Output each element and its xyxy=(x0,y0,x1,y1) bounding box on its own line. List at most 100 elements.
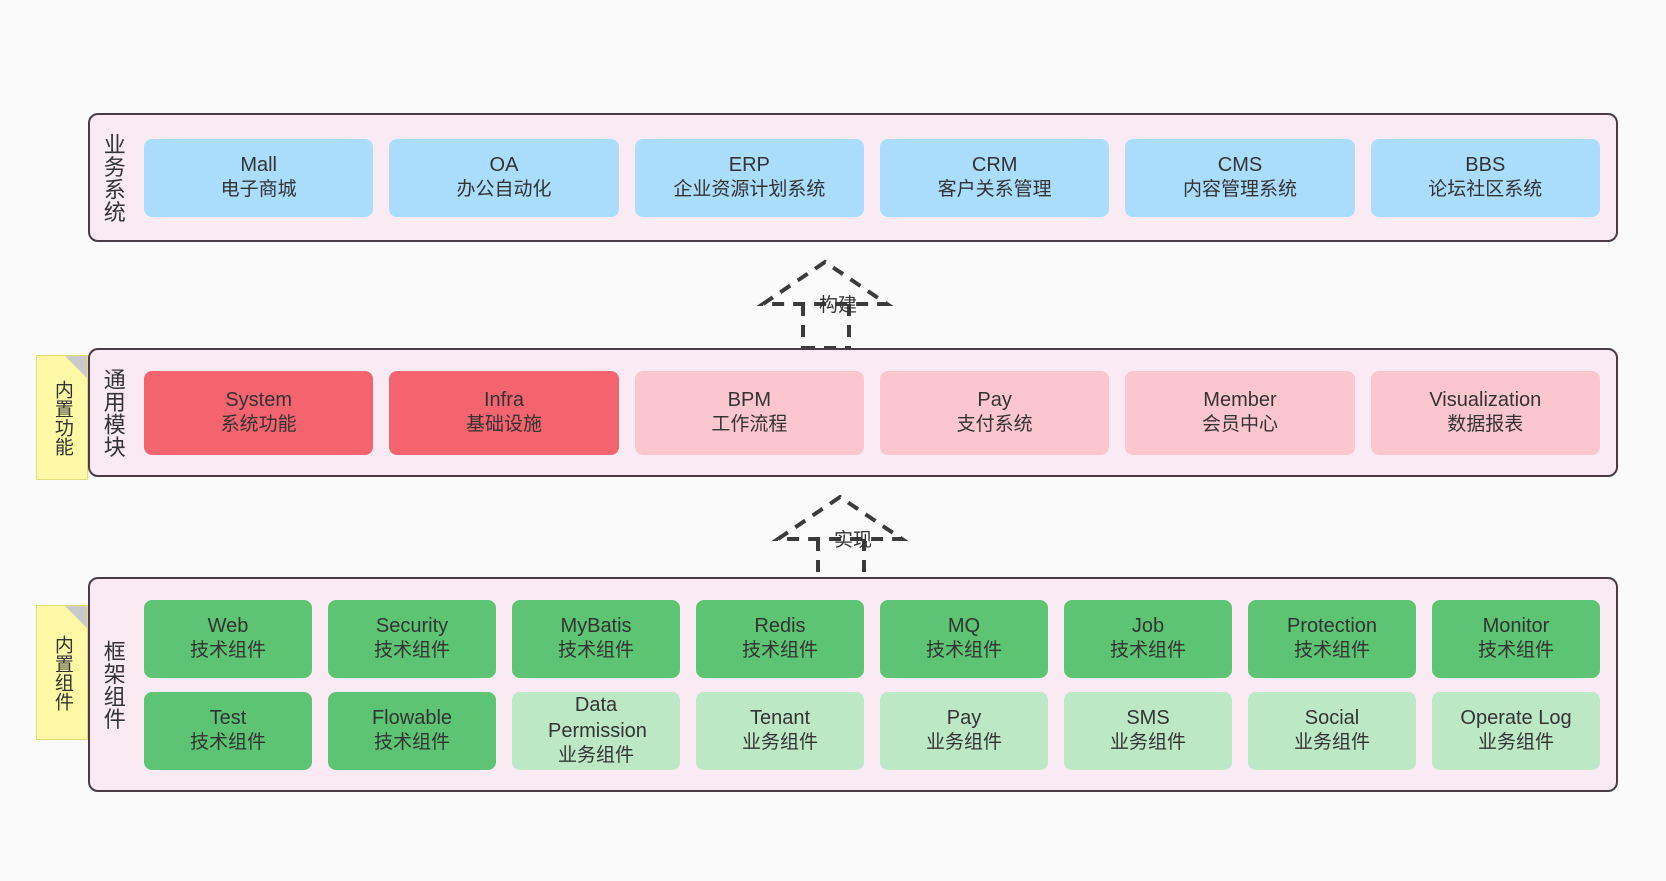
node-operate-log[interactable]: Operate Log 业务组件 xyxy=(1432,691,1600,770)
layer-business-system: 业务系统 Mall 电子商城 OA 办公自动化 ERP 企业资源计划系统 CRM… xyxy=(88,113,1618,242)
node-subtitle: 技术组件 xyxy=(925,640,1002,662)
node-title: Member xyxy=(1203,389,1277,412)
node-flowable[interactable]: Flowable 技术组件 xyxy=(328,691,496,770)
layer-label-framework-component: 框架组件 xyxy=(100,639,126,730)
node-title: Pay xyxy=(946,707,982,730)
node-title: Social xyxy=(1304,707,1360,730)
node-protection[interactable]: Protection 技术组件 xyxy=(1248,599,1416,678)
node-subtitle: 电子商城 xyxy=(220,179,297,201)
node-title: OA xyxy=(489,154,519,177)
node-visualization[interactable]: Visualization 数据报表 xyxy=(1370,370,1600,455)
node-system[interactable]: System 系统功能 xyxy=(144,370,374,455)
node-title: Data Permission xyxy=(548,694,647,743)
node-title: Web xyxy=(207,615,249,638)
node-title: MQ xyxy=(947,615,981,638)
node-subtitle: 系统功能 xyxy=(220,414,297,436)
node-pay[interactable]: Pay 支付系统 xyxy=(879,370,1110,455)
node-title: CRM xyxy=(971,154,1018,177)
node-redis[interactable]: Redis 技术组件 xyxy=(696,599,864,678)
connector-implement-label: 实现 xyxy=(834,530,873,551)
node-subtitle: 业务组件 xyxy=(741,732,818,754)
node-title: ERP xyxy=(728,154,770,177)
node-title: CMS xyxy=(1217,154,1263,177)
sticky-fold-icon xyxy=(65,606,87,628)
node-data-permission[interactable]: Data Permission 业务组件 xyxy=(512,691,680,770)
node-sms[interactable]: SMS 业务组件 xyxy=(1064,691,1232,770)
node-erp[interactable]: ERP 企业资源计划系统 xyxy=(634,138,864,217)
node-subtitle: 业务组件 xyxy=(1293,732,1370,754)
node-subtitle: 技术组件 xyxy=(1109,640,1186,662)
node-social[interactable]: Social 业务组件 xyxy=(1248,691,1416,770)
node-title: BBS xyxy=(1465,154,1506,177)
node-subtitle: 业务组件 xyxy=(1109,732,1186,754)
connector-implement: 实现 xyxy=(770,493,920,585)
node-row: Test 技术组件 Flowable 技术组件 Data Permission … xyxy=(144,691,1600,770)
node-title: Tenant xyxy=(749,707,811,730)
connector-implement-shape xyxy=(771,494,909,585)
node-subtitle: 论坛社区系统 xyxy=(1428,179,1543,201)
sticky-note-builtin-component: 内置组件 xyxy=(36,605,88,740)
layer-label-business-system: 业务系统 xyxy=(100,132,126,223)
node-title: Operate Log xyxy=(1460,707,1572,730)
node-title: Visualization xyxy=(1429,389,1542,412)
node-pay-business[interactable]: Pay 业务组件 xyxy=(880,691,1048,770)
sticky-note-text: 内置组件 xyxy=(51,634,73,711)
sticky-note-builtin-function: 内置功能 xyxy=(36,355,88,480)
node-subtitle: 技术组件 xyxy=(373,732,450,754)
node-subtitle: 技术组件 xyxy=(741,640,818,662)
node-subtitle: 企业资源计划系统 xyxy=(673,179,826,201)
node-title: Job xyxy=(1131,615,1165,638)
node-title: Monitor xyxy=(1482,615,1550,638)
node-title: Protection xyxy=(1286,615,1378,638)
node-title: BPM xyxy=(727,389,771,412)
node-monitor[interactable]: Monitor 技术组件 xyxy=(1432,599,1600,678)
layer-body-common-module: System 系统功能 Infra 基础设施 BPM 工作流程 Pay 支付系统… xyxy=(136,350,1616,475)
node-title: Infra xyxy=(483,389,524,412)
node-infra[interactable]: Infra 基础设施 xyxy=(389,370,619,455)
node-title: System xyxy=(225,389,292,412)
node-tenant[interactable]: Tenant 业务组件 xyxy=(696,691,864,770)
node-subtitle: 技术组件 xyxy=(1293,640,1370,662)
node-subtitle: 数据报表 xyxy=(1447,414,1524,436)
node-test[interactable]: Test 技术组件 xyxy=(144,691,312,770)
node-oa[interactable]: OA 办公自动化 xyxy=(389,138,619,217)
node-subtitle: 技术组件 xyxy=(373,640,450,662)
node-title: Flowable xyxy=(371,707,453,730)
node-cms[interactable]: CMS 内容管理系统 xyxy=(1125,138,1355,217)
node-title: SMS xyxy=(1126,707,1170,730)
node-member[interactable]: Member 会员中心 xyxy=(1125,370,1355,455)
node-subtitle: 支付系统 xyxy=(956,414,1033,436)
node-title: Pay xyxy=(977,389,1012,412)
node-subtitle: 业务组件 xyxy=(557,745,634,767)
node-bbs[interactable]: BBS 论坛社区系统 xyxy=(1370,138,1600,217)
node-subtitle: 办公自动化 xyxy=(456,179,552,201)
node-title: Security xyxy=(375,615,449,638)
node-title: MyBatis xyxy=(560,615,632,638)
node-subtitle: 内容管理系统 xyxy=(1182,179,1297,201)
connector-build-label: 构建 xyxy=(819,295,858,316)
node-row: System 系统功能 Infra 基础设施 BPM 工作流程 Pay 支付系统… xyxy=(144,370,1600,455)
layer-common-module: 通用模块 System 系统功能 Infra 基础设施 BPM 工作流程 Pay… xyxy=(88,348,1618,477)
node-subtitle: 基础设施 xyxy=(465,414,542,436)
node-web[interactable]: Web 技术组件 xyxy=(144,599,312,678)
node-mybatis[interactable]: MyBatis 技术组件 xyxy=(512,599,680,678)
node-mq[interactable]: MQ 技术组件 xyxy=(880,599,1048,678)
node-subtitle: 技术组件 xyxy=(189,732,266,754)
node-title: Mall xyxy=(240,154,277,177)
layer-framework-component: 框架组件 Web 技术组件 Security 技术组件 MyBatis 技术组件… xyxy=(88,577,1618,792)
layer-body-framework-component: Web 技术组件 Security 技术组件 MyBatis 技术组件 Redi… xyxy=(136,579,1616,790)
node-subtitle: 技术组件 xyxy=(1477,640,1554,662)
node-bpm[interactable]: BPM 工作流程 xyxy=(634,370,864,455)
node-crm[interactable]: CRM 客户关系管理 xyxy=(879,138,1110,217)
node-subtitle: 会员中心 xyxy=(1201,414,1278,436)
node-security[interactable]: Security 技术组件 xyxy=(328,599,496,678)
sticky-fold-icon xyxy=(65,356,87,378)
sticky-note-text: 内置功能 xyxy=(51,379,73,456)
node-mall[interactable]: Mall 电子商城 xyxy=(144,138,374,217)
node-subtitle: 工作流程 xyxy=(711,414,788,436)
node-subtitle: 技术组件 xyxy=(557,640,634,662)
node-job[interactable]: Job 技术组件 xyxy=(1064,599,1232,678)
node-row: Mall 电子商城 OA 办公自动化 ERP 企业资源计划系统 CRM 客户关系… xyxy=(144,138,1600,217)
layer-body-business-system: Mall 电子商城 OA 办公自动化 ERP 企业资源计划系统 CRM 客户关系… xyxy=(136,115,1616,240)
